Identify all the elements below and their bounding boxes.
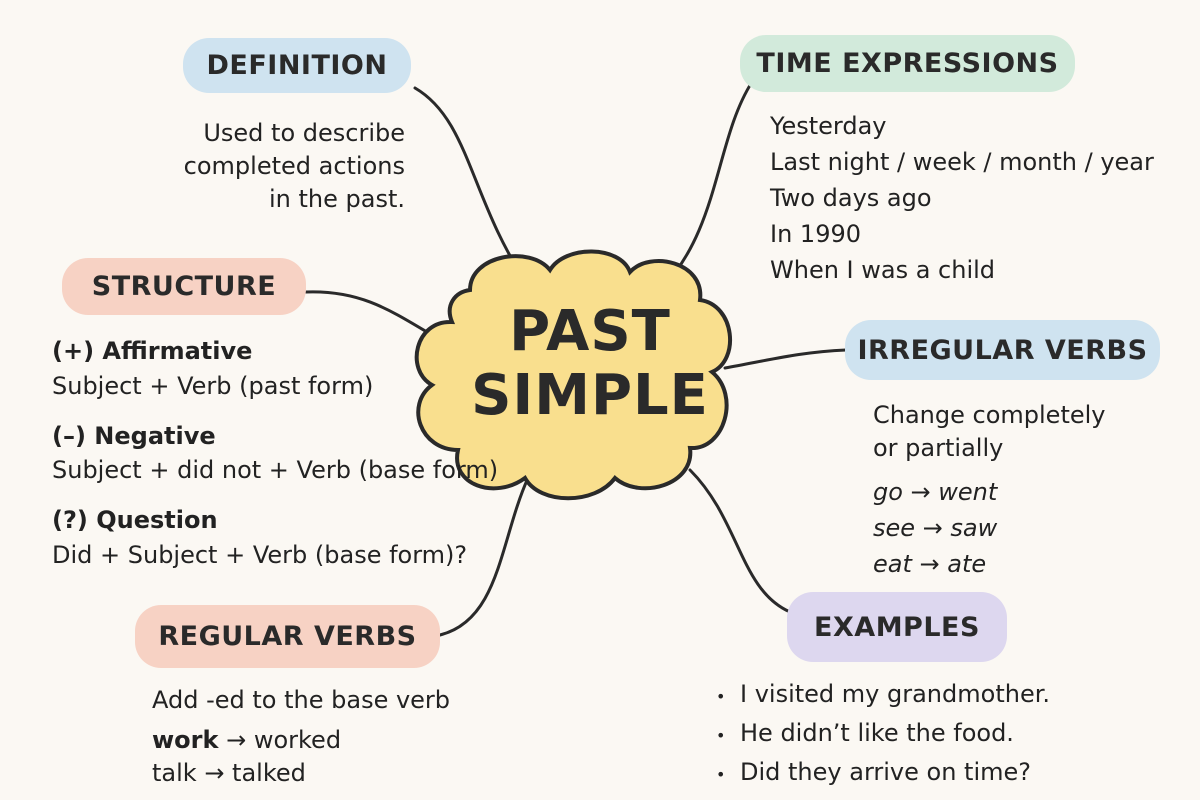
example-text: He didn’t like the food. <box>740 719 1014 747</box>
example-item: • I visited my grandmother. <box>716 676 1050 715</box>
bullet-icon: • <box>716 726 726 745</box>
connector-irregular-verbs <box>723 348 848 370</box>
definition-line: Used to describe <box>203 119 405 147</box>
regular-verbs-node: REGULAR VERBS <box>135 605 440 668</box>
structure-node: STRUCTURE <box>62 258 306 315</box>
connector-structure <box>304 290 434 337</box>
structure-title: STRUCTURE <box>91 271 277 302</box>
time-expressions-node: TIME EXPRESSIONS <box>740 35 1075 92</box>
time-expression-item: Two days ago <box>770 184 932 212</box>
regular-example-base: work <box>152 726 219 754</box>
center-cloud <box>414 249 733 501</box>
regular-example-result: → worked <box>218 726 342 754</box>
example-item: • He didn’t like the food. <box>716 715 1050 754</box>
definition-line: in the past. <box>268 185 405 213</box>
regular-verbs-title: REGULAR VERBS <box>158 621 417 652</box>
time-expressions-list: Yesterday Last night / week / month / ye… <box>770 108 1154 288</box>
example-item: • Did they arrive on time? <box>716 754 1050 793</box>
time-expression-item: Last night / week / month / year <box>770 148 1154 176</box>
definition-title: DEFINITION <box>206 50 388 81</box>
irregular-line: Change completely <box>873 401 1106 429</box>
time-expression-item: When I was a child <box>770 256 996 284</box>
center-title-line2: SIMPLE <box>471 363 709 428</box>
definition-line: completed actions <box>183 152 405 180</box>
central-topic: PAST SIMPLE <box>440 300 740 428</box>
connector-time-expressions <box>658 80 754 292</box>
example-text: Did they arrive on time? <box>740 758 1031 786</box>
connector-regular-verbs <box>438 476 530 637</box>
negative-label: (–) Negative <box>52 422 216 450</box>
irregular-verbs-title: IRREGULAR VERBS <box>857 334 1148 366</box>
irregular-verbs-description: Change completely or partially <box>873 399 1106 465</box>
question-formula: Did + Subject + Verb (base form)? <box>52 541 468 569</box>
connector-examples <box>688 468 792 614</box>
definition-text: Used to describe completed actions in th… <box>184 117 405 216</box>
example-text: I visited my grandmother. <box>740 680 1050 708</box>
time-expression-item: In 1990 <box>770 220 861 248</box>
examples-list: • I visited my grandmother. • He didn’t li… <box>716 676 1050 793</box>
connector-definition <box>413 86 530 287</box>
irregular-verbs-examples: go → went see → saw eat → ate <box>873 474 997 582</box>
time-expressions-title: TIME EXPRESSIONS <box>756 48 1059 79</box>
examples-node: EXAMPLES <box>787 592 1007 662</box>
irregular-example: see → saw <box>873 514 998 542</box>
bullet-icon: • <box>716 765 726 784</box>
affirmative-label: (+) Affirmative <box>52 337 253 365</box>
irregular-line: or partially <box>873 434 1004 462</box>
center-title-line1: PAST <box>509 299 671 364</box>
affirmative-formula: Subject + Verb (past form) <box>52 372 374 400</box>
examples-title: EXAMPLES <box>814 611 980 643</box>
time-expression-item: Yesterday <box>770 112 887 140</box>
regular-verbs-rule: Add -ed to the base verb <box>152 686 451 714</box>
negative-formula: Subject + did not + Verb (base form) <box>52 456 499 484</box>
irregular-example: eat → ate <box>873 550 987 578</box>
regular-example: talk → talked <box>152 759 306 787</box>
definition-node: DEFINITION <box>183 38 411 93</box>
irregular-example: go → went <box>873 478 998 506</box>
regular-example: work → worked <box>152 728 341 752</box>
irregular-verbs-node: IRREGULAR VERBS <box>845 320 1160 380</box>
question-label: (?) Question <box>52 506 218 534</box>
bullet-icon: • <box>716 687 726 706</box>
